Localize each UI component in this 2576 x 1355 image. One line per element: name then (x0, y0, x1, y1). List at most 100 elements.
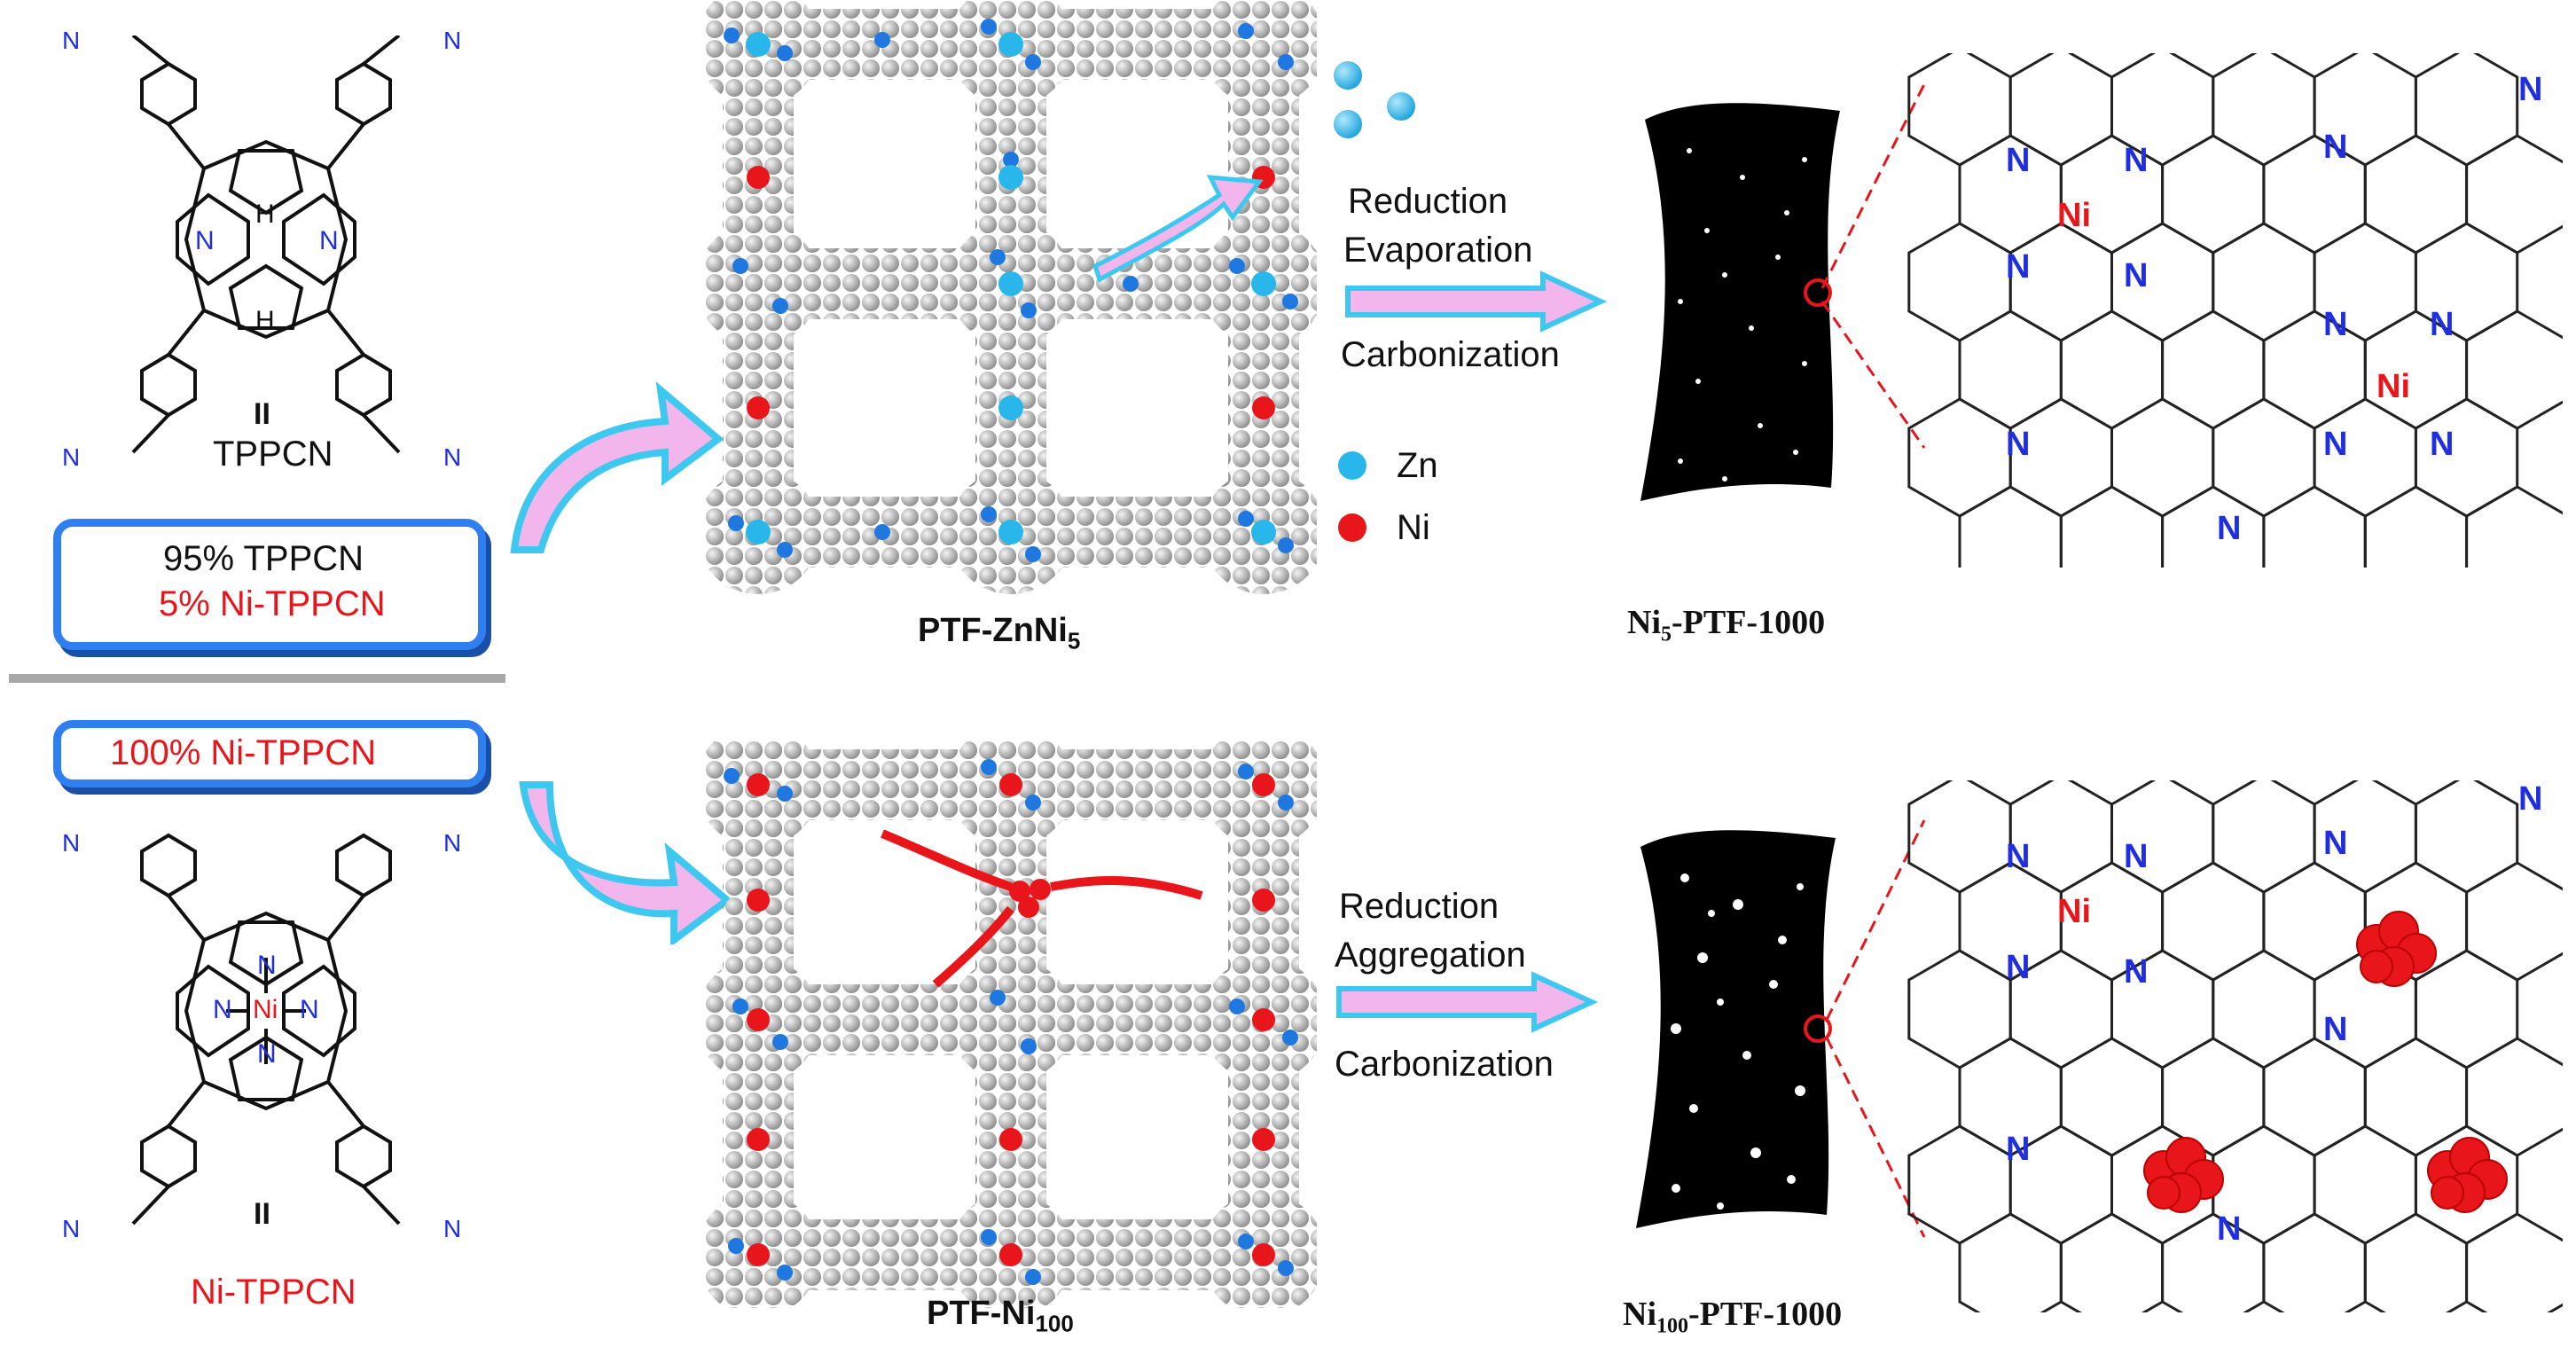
ptf-ni100-sub: 100 (1035, 1310, 1074, 1337)
ni100-product-post: -PTF-1000 (1688, 1296, 1843, 1333)
evaporating-zn-atoms (1334, 61, 1415, 138)
process-bottom-aggregation: Aggregation (1335, 936, 1526, 975)
top-lattice-n-1: N (2006, 142, 2031, 179)
process-top-carbonization: Carbonization (1341, 335, 1560, 374)
tppcn-nitrile-n-tl: N (62, 27, 81, 54)
tppcn-name: TPPCN (213, 435, 333, 474)
top-lattice-n-2: N (2124, 142, 2149, 179)
ni-tppcn-nitrile-n-bl: N (62, 1215, 81, 1242)
lattice-hexagon (2059, 485, 2165, 568)
top-lattice-n-8: N (2006, 426, 2031, 463)
lattice-hexagon (2059, 1037, 2165, 1157)
bottom-lattice-n-2: N (2124, 838, 2149, 875)
ptf-znni5-framework (705, 0, 1317, 594)
tppcn-molecule (131, 35, 401, 454)
process-top-reduction: Reduction (1348, 182, 1508, 221)
ni100-lattice (1907, 780, 2563, 1312)
lattice-hexagon (2059, 309, 2165, 430)
ptf-ni100-framework (705, 740, 1317, 1308)
lattice-hexagon (2414, 53, 2519, 167)
section-divider (9, 674, 505, 683)
recipe-ni-tppcn-5: 5% Ni-TPPCN (159, 584, 386, 623)
lattice-hexagon (2414, 949, 2519, 1069)
lattice-hexagon (2212, 222, 2316, 342)
tppcn-center-h-top: H (255, 200, 275, 229)
lattice-hexagon (2465, 1037, 2563, 1157)
ni100-product-sub: 100 (1656, 1314, 1688, 1338)
bottom-lattice-n-4: N (2006, 949, 2031, 986)
ni-tppcn-bottom-mark: II (254, 1197, 270, 1231)
process-bottom-reduction: Reduction (1339, 887, 1499, 926)
lattice-hexagon (2465, 1212, 2563, 1312)
ptf-znni5-name: PTF-ZnNi (918, 612, 1068, 649)
lattice-hexagon (2212, 397, 2316, 518)
ni100-product-pre: Ni (1623, 1296, 1656, 1333)
lattice-hexagon (1907, 949, 2012, 1069)
ni100-carbon-sheet (1636, 830, 1836, 1228)
top-lattice-n-10: N (2430, 426, 2455, 463)
top-lattice-n-11: N (2217, 510, 2242, 547)
bottom-lattice-n-6: N (2323, 1011, 2348, 1048)
top-lattice-ni-1: Ni (2057, 197, 2091, 234)
tppcn-inner-n-left: N (195, 226, 215, 255)
ptf-ni100-name: PTF-Ni (927, 1295, 1036, 1332)
top-lattice-n-9: N (2323, 426, 2348, 463)
ni-tppcn-n-right: N (300, 995, 319, 1024)
bottom-lattice-ni-1: Ni (2057, 893, 2091, 930)
zn-legend-label: Zn (1397, 446, 1438, 485)
lattice-hexagon (1907, 780, 2012, 894)
ni-tppcn-n-top: N (257, 951, 277, 980)
ni5-product-sub: 5 (1661, 623, 1672, 646)
mixed-recipe-box: 95% TPPCN 5% Ni-TPPCN (53, 519, 486, 650)
lattice-hexagon (2465, 134, 2563, 255)
ni5-carbon-sheet (1640, 103, 1840, 502)
lattice-hexagon (2212, 53, 2316, 167)
lattice-hexagon (2110, 397, 2215, 518)
ni5-product-pre: Ni (1627, 604, 1661, 641)
tppcn-nitrile-n-br: N (443, 443, 462, 471)
lattice-hexagon (2161, 1212, 2266, 1312)
lattice-hexagon (2465, 309, 2563, 430)
ni-legend-dot (1338, 513, 1366, 542)
pure-recipe-box: 100% Ni-TPPCN (53, 720, 486, 787)
lattice-hexagon (2262, 134, 2367, 255)
lattice-hexagon (2262, 1212, 2367, 1312)
ptf-znni5-caption: PTF-ZnNi5 (918, 612, 1080, 655)
lattice-hexagon (2262, 309, 2367, 430)
lattice-hexagon (2262, 1037, 2367, 1157)
lattice-hexagon (2262, 861, 2367, 982)
lattice-hexagon (2161, 134, 2266, 255)
lattice-hexagon (2465, 861, 2563, 982)
ni-tppcn-nitrile-n-br: N (443, 1215, 462, 1242)
process-top-evaporation: Evaporation (1343, 231, 1533, 270)
top-lattice-n-6: N (2323, 306, 2348, 343)
lattice-hexagon (1907, 397, 2012, 518)
lattice-hexagon (2363, 485, 2469, 568)
lattice-hexagon (1907, 222, 2012, 342)
process-bottom-carbonization: Carbonization (1335, 1045, 1554, 1084)
ptf-znni5-sub: 5 (1067, 627, 1081, 654)
tppcn-center-h-bottom: H (255, 306, 275, 335)
tppcn-nitrile-n-tr: N (443, 27, 462, 54)
process-arrow-bottom (1336, 971, 1599, 1033)
lattice-hexagon (2465, 485, 2563, 568)
bottom-lattice-n-5: N (2124, 953, 2149, 991)
top-lattice-n-3: N (2323, 129, 2348, 166)
tppcn-bottom-mark: II (254, 397, 270, 431)
lattice-hexagon (2212, 780, 2316, 894)
recipe-ni-tppcn-100: 100% Ni-TPPCN (110, 733, 377, 772)
curved-arrow-top (510, 381, 724, 553)
bottom-lattice-n-3: N (2323, 825, 2348, 862)
lattice-hexagon (1958, 1212, 2063, 1312)
lattice-hexagon (2161, 485, 2266, 568)
lattice-hexagon (2212, 949, 2316, 1069)
top-lattice-ni-2: Ni (2376, 368, 2410, 405)
recipe-tppcn-95: 95% TPPCN (163, 539, 364, 578)
ni-tppcn-nitrile-n-tl: N (62, 829, 81, 857)
process-arrow-top (1345, 270, 1608, 333)
lattice-hexagon (1958, 485, 2063, 568)
ni-tppcn-molecule (131, 833, 401, 1226)
ni-legend-label: Ni (1397, 508, 1430, 547)
ni-tppcn-name: Ni-TPPCN (191, 1273, 356, 1312)
top-lattice-n-5: N (2124, 257, 2149, 294)
